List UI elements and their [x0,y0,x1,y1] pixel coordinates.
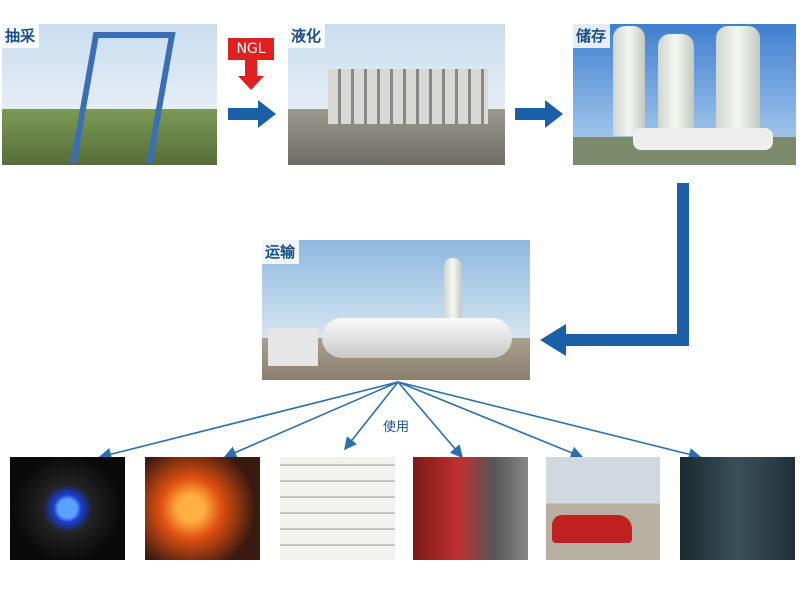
tanker-truck-icon [322,318,512,358]
photo-transport: 运输 [262,240,530,380]
photo-usage-power-generation [680,457,795,560]
arrow-liquefaction-to-storage [515,100,563,128]
photo-storage: 储存 [573,24,796,165]
truck-cab-icon [268,328,318,366]
usage-fan-lines [98,381,702,461]
arrow-extraction-to-liquefaction [228,100,276,128]
photo-usage-glass-furnace [145,457,260,560]
stage-label-extraction: 抽采 [2,24,40,48]
photo-usage-gas-stove [10,457,125,560]
stage-label-transport: 运输 [262,240,300,264]
photo-usage-boiler [413,457,528,560]
photo-usage-ceramics [280,457,395,560]
plant-icon [328,69,488,124]
ngl-down-arrow [238,60,264,90]
stage-label-storage: 储存 [573,24,611,48]
stage-label-usage: 使用 [383,420,410,435]
stage-label-liquefaction: 液化 [288,24,326,48]
car-icon [552,515,632,543]
photo-extraction: 抽采 [2,24,217,165]
photo-usage-vehicle-fuel [546,457,660,560]
arrow-storage-to-transport [540,183,689,356]
photo-liquefaction: 液化 [288,24,505,165]
ngl-label: NGL [228,38,274,60]
lng-truck-icon [633,128,773,150]
